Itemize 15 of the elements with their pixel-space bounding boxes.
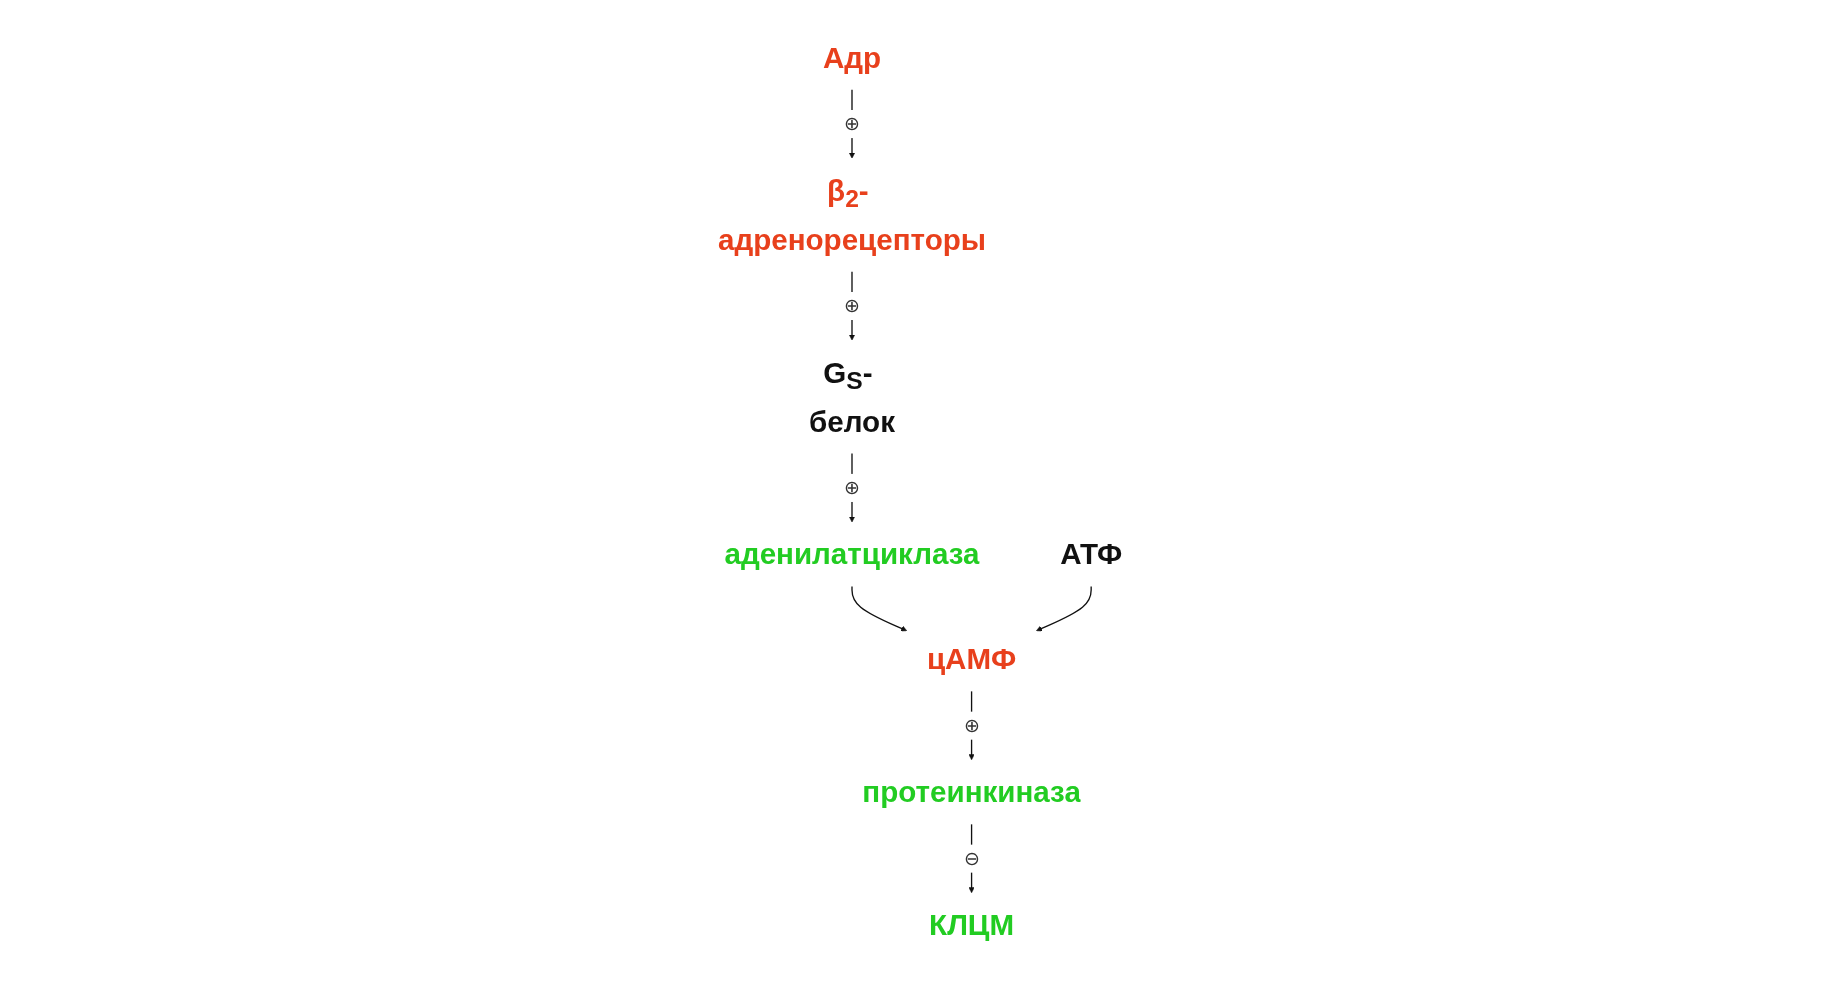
node-text: β$_{2}$- адренорецепторы xyxy=(718,173,987,256)
edge-label: ⊕ xyxy=(844,294,861,316)
node-text: цАМФ xyxy=(927,641,1017,675)
edge-label: ⊕ xyxy=(844,113,861,134)
arrow xyxy=(1036,585,1093,631)
edge-label: ⊕ xyxy=(844,476,861,498)
arrow xyxy=(851,585,908,631)
node-text: аденилатциклаза xyxy=(724,537,980,571)
edge-label: ⊖ xyxy=(964,847,980,869)
node-text: G$_{S}$- белок xyxy=(809,355,896,438)
node-text: КЛЦМ xyxy=(929,907,1015,941)
node-text: АТФ xyxy=(1060,537,1123,571)
node-text: Адр xyxy=(823,40,882,74)
edge-label: ⊕ xyxy=(964,714,980,736)
node-text: протеинкиназа xyxy=(862,774,1082,808)
